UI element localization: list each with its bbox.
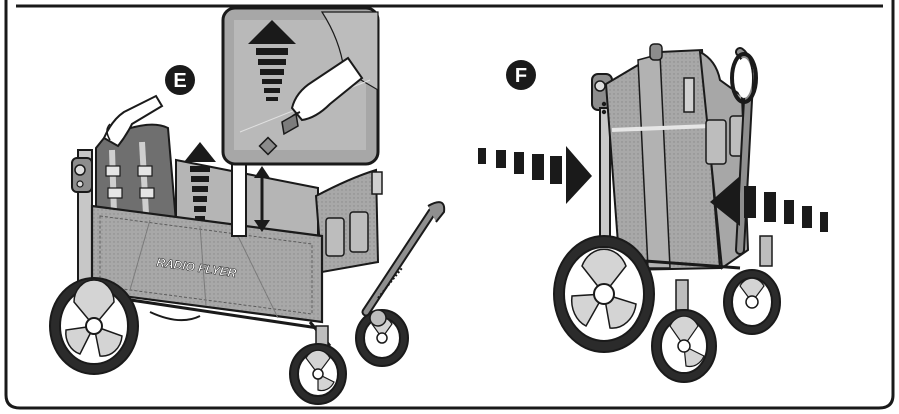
- step-e-wagon: RADIO FLYER: [49, 94, 446, 405]
- wagon-front-panel: [314, 168, 383, 274]
- detail-inset: [221, 6, 380, 166]
- inset-up-arrow-icon: [248, 20, 296, 101]
- step-f-label: F: [515, 65, 527, 87]
- push-arrow-left-icon: [478, 146, 592, 204]
- wagon-pull-handle: [361, 201, 446, 327]
- folded-wagon-front-wheel-left: [651, 279, 717, 383]
- step-e-label: E: [173, 70, 186, 92]
- instruction-frame: [4, 0, 895, 410]
- step-e-badge: E: [165, 65, 195, 95]
- folded-wagon-panels: [604, 43, 750, 272]
- step-f-badge: F: [506, 60, 536, 90]
- push-arrow-right-icon: [710, 176, 828, 232]
- wagon-rear-frame: [71, 149, 93, 321]
- hand-lifting-panel: [102, 94, 164, 148]
- striped-up-arrow-icon: [184, 142, 216, 220]
- inset-hand-pulling-strap: [258, 56, 364, 156]
- wagon-front-wheel-left: [289, 325, 347, 405]
- folded-wagon-front-wheel-right: [723, 235, 781, 335]
- folded-wagon-handle: [730, 47, 758, 255]
- wagon-hidden-wheel: [149, 311, 201, 322]
- wagon-front-wheel-right: [355, 309, 409, 367]
- step-f-folded-wagon: [478, 43, 828, 383]
- folded-wagon-rear-wheel: [553, 235, 655, 353]
- vertical-double-arrow-icon: [254, 166, 270, 232]
- wagon-rear-wheel: [49, 277, 139, 375]
- wagon-center-pole: [231, 159, 247, 237]
